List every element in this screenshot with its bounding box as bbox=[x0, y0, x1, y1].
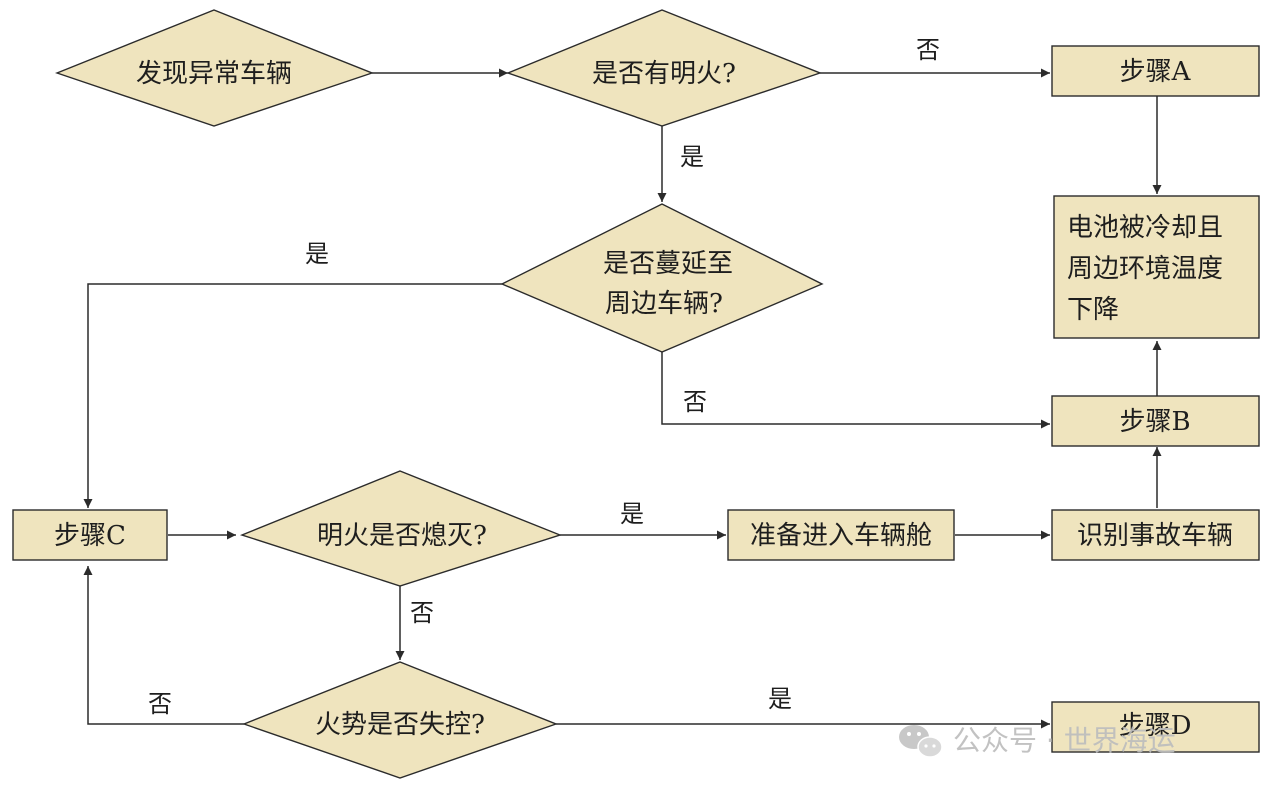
label-spread-yes: 是 bbox=[305, 240, 329, 268]
node-prepare-enter: 准备进入车辆舱 bbox=[727, 509, 955, 561]
node-battery-cooled: 电池被冷却且 周边环境温度 下降 bbox=[1053, 195, 1260, 339]
process-box bbox=[1051, 701, 1260, 753]
node-label: 明火是否熄灭? bbox=[317, 521, 487, 551]
node-label-line1: 是否蔓延至 bbox=[603, 249, 733, 279]
node-label: 步骤B bbox=[1119, 407, 1190, 437]
decision-diamond bbox=[506, 9, 823, 127]
node-out-of-control-question: 火势是否失控? bbox=[241, 661, 559, 779]
node-label: 发现异常车辆 bbox=[136, 59, 292, 89]
node-label: 识别事故车辆 bbox=[1077, 521, 1233, 551]
process-box bbox=[1051, 509, 1260, 561]
node-open-fire-question: 是否有明火? bbox=[506, 9, 823, 127]
edge-spread-no-to-step-b bbox=[661, 352, 1050, 429]
node-fire-out-question: 明火是否熄灭? bbox=[239, 470, 563, 587]
label-control-no: 否 bbox=[148, 690, 172, 718]
node-step-d: 步骤D bbox=[1051, 701, 1260, 753]
node-detect-abnormal: 发现异常车辆 bbox=[54, 9, 375, 127]
wechat-icon bbox=[899, 725, 943, 758]
node-step-a: 步骤A bbox=[1051, 45, 1260, 97]
node-identify-vehicle: 识别事故车辆 bbox=[1051, 509, 1260, 561]
watermark-text: 公众号 · 世界海运 bbox=[953, 724, 1176, 757]
process-box bbox=[12, 509, 168, 561]
label-control-yes: 是 bbox=[768, 685, 792, 713]
decision-diamond bbox=[241, 661, 559, 779]
process-box bbox=[1053, 195, 1260, 339]
edge-control-no-to-step-c bbox=[83, 566, 244, 725]
node-label-line2: 周边车辆? bbox=[605, 289, 723, 319]
edge-spread-yes-to-step-c bbox=[83, 283, 502, 508]
decision-diamond bbox=[54, 9, 375, 127]
node-label: 步骤D bbox=[1119, 711, 1192, 741]
node-label-line2: 周边环境温度 bbox=[1067, 254, 1223, 284]
label-fireout-yes: 是 bbox=[620, 500, 644, 528]
node-label: 准备进入车辆舱 bbox=[750, 521, 932, 551]
node-label: 步骤C bbox=[54, 521, 126, 551]
node-label: 是否有明火? bbox=[592, 59, 736, 89]
watermark: 公众号 · 世界海运 bbox=[899, 724, 1176, 758]
process-box bbox=[1051, 395, 1260, 447]
node-label: 步骤A bbox=[1120, 57, 1192, 87]
label-openfire-yes: 是 bbox=[680, 143, 704, 171]
label-openfire-no: 否 bbox=[916, 36, 940, 64]
node-label-line1: 电池被冷却且 bbox=[1067, 213, 1223, 243]
label-spread-no: 否 bbox=[683, 388, 707, 416]
edges bbox=[83, 68, 1162, 729]
node-label-line3: 下降 bbox=[1067, 295, 1119, 325]
decision-diamond bbox=[500, 203, 824, 353]
decision-diamond bbox=[239, 470, 563, 587]
node-label: 火势是否失控? bbox=[315, 710, 485, 740]
label-fireout-no: 否 bbox=[410, 599, 434, 627]
process-box bbox=[1051, 45, 1260, 97]
process-box bbox=[727, 509, 955, 561]
node-spread-question: 是否蔓延至 周边车辆? bbox=[500, 203, 824, 353]
node-step-b: 步骤B bbox=[1051, 395, 1260, 447]
node-step-c: 步骤C bbox=[12, 509, 168, 561]
edge-labels: 否 是 是 否 是 否 否 是 bbox=[148, 36, 940, 718]
